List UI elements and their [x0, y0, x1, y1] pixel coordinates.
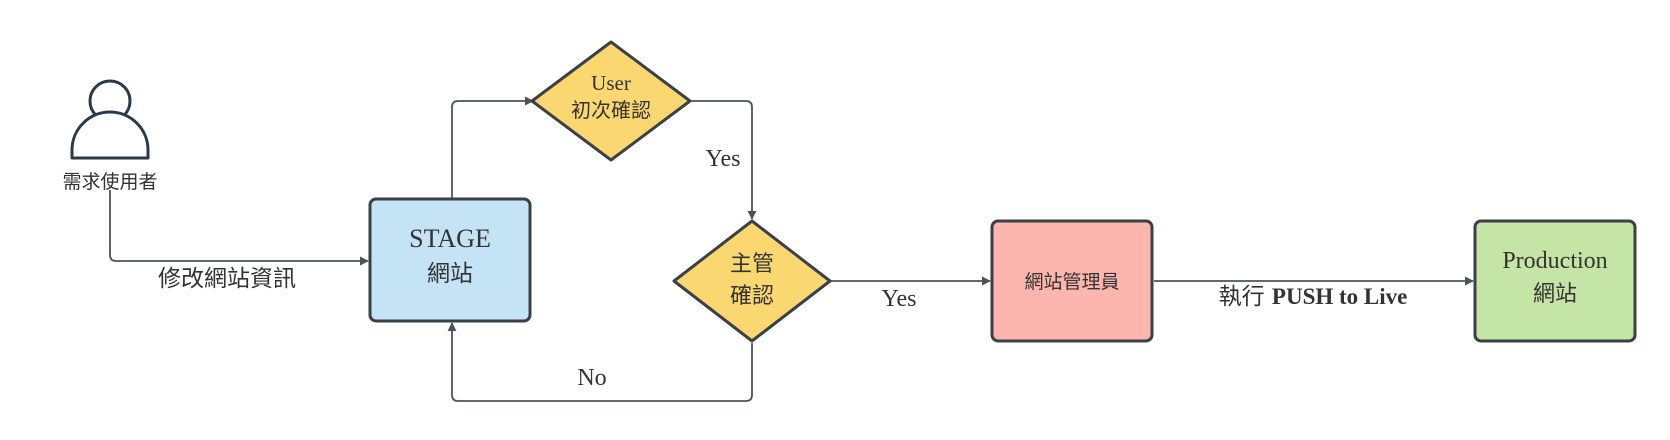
stage-title: STAGE: [409, 224, 491, 253]
stage-subtitle: 網站: [427, 261, 473, 287]
edge-user-confirm-to-manager: [689, 100, 757, 220]
production-node[interactable]: Production 網站: [1473, 219, 1637, 343]
edge-stage-to-user-confirm: [451, 96, 534, 199]
edge-user-to-stage: [109, 190, 369, 266]
manager-confirm-title: 主管: [730, 252, 774, 277]
edge-label-push-bold: PUSH to Live: [1272, 284, 1407, 309]
edge-label-yes-1: Yes: [706, 146, 741, 172]
stage-node[interactable]: STAGE 網站: [368, 197, 532, 323]
production-box: [1473, 219, 1637, 343]
user-icon: [70, 79, 150, 160]
edge-label-no: No: [577, 365, 606, 391]
edge-label-edit: 修改網站資訊: [158, 266, 296, 292]
user-confirm-diamond: [530, 40, 692, 162]
admin-node[interactable]: 網站管理員: [990, 219, 1154, 343]
admin-box: [990, 219, 1154, 343]
edge-label-push-prefix: 執行: [1219, 284, 1272, 310]
edge-label-yes-2: Yes: [882, 286, 917, 312]
manager-confirm-subtitle: 確認: [730, 284, 774, 309]
manager-confirm-diamond: [672, 219, 832, 343]
user-confirm-decision[interactable]: User 初次確認: [530, 40, 692, 162]
edge-manager-no-to-stage: [447, 322, 753, 402]
production-subtitle: 網站: [1533, 282, 1577, 307]
actor-label: 需求使用者: [62, 171, 157, 193]
manager-confirm-decision[interactable]: 主管 確認: [672, 219, 832, 343]
edge-label-push: 執行 PUSH to Live: [1219, 284, 1408, 310]
stage-box: [368, 197, 532, 323]
user-confirm-title: User: [591, 71, 631, 95]
production-title: Production: [1502, 248, 1607, 274]
user-confirm-subtitle: 初次確認: [571, 98, 651, 122]
admin-label: 網站管理員: [1024, 271, 1119, 293]
